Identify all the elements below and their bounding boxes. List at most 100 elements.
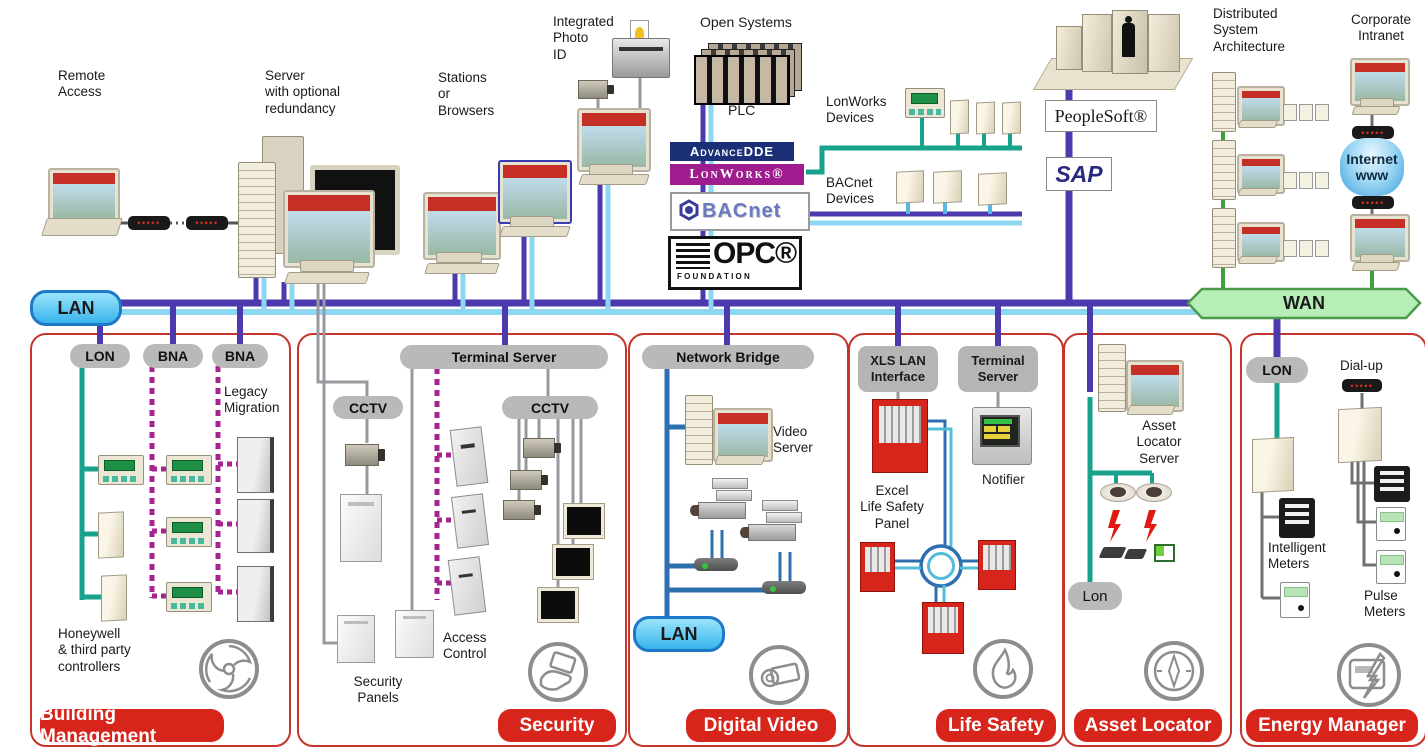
energy-interface-box-icon [1338, 406, 1382, 464]
remote-laptop-icon [48, 168, 120, 224]
bna-pill: BNA [212, 344, 268, 368]
life-safety-panel-icon [860, 542, 895, 592]
client-box-icon [1299, 172, 1313, 189]
dsa-server-icon [1212, 208, 1236, 268]
client-box-icon [1315, 104, 1329, 121]
cctv-pill: CCTV [502, 396, 598, 419]
video-camera-unit-icon [762, 500, 798, 511]
video-camera-unit-icon [712, 478, 748, 489]
client-box-icon [1299, 240, 1313, 257]
keyboard-icon [1351, 262, 1401, 271]
building-management-banner: Building Management [40, 704, 224, 747]
mainframe-cabinet-icon [1082, 14, 1112, 72]
life-safety-panel-icon [978, 540, 1016, 590]
card-printer-icon [612, 38, 670, 78]
camera-icon [578, 80, 614, 99]
plc-label: PLC [728, 102, 756, 118]
mainframe-cabinet-icon [1056, 26, 1082, 70]
cctv-camera-icon [345, 444, 385, 466]
video-server-monitor-icon [713, 408, 773, 462]
server-label: Server with optional redundancy [265, 68, 341, 116]
lon-pill: LON [70, 344, 130, 368]
sap-logo: SAP [1046, 157, 1112, 191]
dsa-pc-icon [1237, 86, 1285, 126]
bna-pill: BNA [143, 344, 203, 368]
honeywell-controllers-label: Honeywell & third party controllers [58, 626, 131, 674]
keyboard-icon [1126, 405, 1176, 415]
photo-id-label: Integrated Photo ID [553, 14, 614, 62]
keyboard-icon [1237, 256, 1279, 264]
corporate-intranet-label: Corporate Intranet [1350, 12, 1412, 44]
monitor-base [300, 260, 354, 272]
compass-icon [1144, 641, 1204, 701]
excel-life-safety-label: Excel Life Safety Panel [860, 483, 924, 531]
dsa-server-icon [1212, 140, 1236, 200]
dsa-server-icon [1212, 72, 1236, 132]
bacnet-logo: BACnet [670, 192, 810, 231]
lon-pill-energy: LON [1246, 357, 1308, 383]
asset-locator-banner: Asset Locator [1074, 709, 1222, 742]
lon-pill-asset: Lon [1068, 582, 1122, 610]
notifier-label: Notifier [982, 472, 1025, 487]
controller-box-icon [101, 574, 127, 622]
cctv-monitor-icon [537, 587, 579, 623]
pulse-meter-icon [1376, 507, 1406, 541]
video-server-label: Video Server [773, 424, 813, 456]
video-switch-icon [694, 558, 738, 571]
legacy-cabinet-icon [237, 437, 274, 493]
dialup-label: Dial-up [1340, 358, 1383, 373]
terminal-server-box: Terminal Server [958, 346, 1038, 392]
video-camera-circle-icon [749, 645, 809, 705]
bacnet-gear-icon [679, 198, 699, 221]
remote-laptop-keyboard-icon [41, 218, 123, 236]
mainframe-cabinet-icon [1148, 14, 1180, 72]
controller-icon [166, 582, 212, 612]
controller-icon [166, 455, 212, 485]
lon-device-icon [976, 101, 995, 135]
security-banner: Security [498, 709, 616, 742]
video-server-tower-icon [685, 395, 713, 465]
client-box-icon [1299, 104, 1313, 121]
video-switch-icon [762, 581, 806, 594]
controller-icon [166, 517, 212, 547]
cctv-pill: CCTV [333, 396, 403, 419]
access-control-label: Access Control [443, 630, 487, 662]
meter-icon [1280, 582, 1310, 618]
flame-icon [973, 639, 1033, 699]
modem-icon [186, 216, 228, 230]
bacnet-device-icon [978, 172, 1007, 206]
energy-manager-banner: Energy Manager [1246, 709, 1418, 742]
network-bridge-pill: Network Bridge [642, 345, 814, 369]
station-pc-icon [423, 192, 501, 260]
internet-cloud: Internet www [1340, 138, 1404, 196]
energy-meter-icon [1337, 643, 1401, 707]
modem-icon [1352, 196, 1394, 209]
cctv-monitor-icon [563, 503, 605, 539]
security-panel-icon [395, 610, 434, 658]
keyboard-icon [714, 455, 766, 465]
terminal-server-pill: Terminal Server [400, 345, 608, 369]
wan-label: WAN [1283, 293, 1325, 313]
video-camera-icon [690, 502, 746, 519]
keyboard-icon [1351, 106, 1401, 115]
keyboard-icon [578, 174, 650, 185]
asset-tag-icon [1098, 547, 1127, 558]
video-camera-icon [740, 524, 796, 541]
dsa-pc-icon [1237, 222, 1285, 262]
client-box-icon [1283, 104, 1297, 121]
peoplesoft-logo: PeopleSoft® [1045, 100, 1157, 132]
locator-sensor-icon [1136, 483, 1172, 502]
plc-icon [694, 55, 790, 105]
access-control-panel-icon [449, 426, 489, 487]
lan-pill: LAN [30, 290, 122, 326]
legacy-cabinet-icon [237, 566, 274, 622]
intelligent-meter-icon [1374, 466, 1410, 502]
access-panel-icon [340, 494, 382, 562]
keyboard-icon [499, 226, 571, 237]
security-panel-icon [337, 615, 375, 663]
cctv-camera-icon [503, 500, 541, 520]
hvac-fan-icon [199, 639, 259, 699]
client-box-icon [1283, 240, 1297, 257]
intelligent-meters-label: Intelligent Meters [1268, 540, 1326, 572]
